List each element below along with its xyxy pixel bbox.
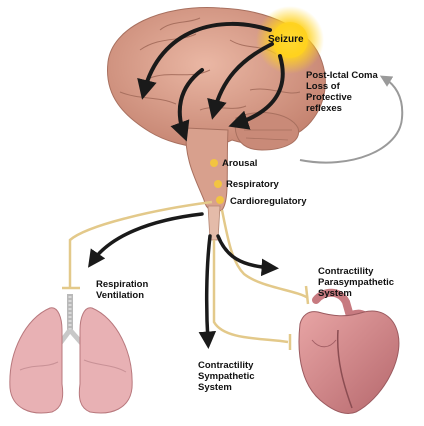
arousal-label: Arousal (222, 158, 258, 169)
parasympathetic-line-3: System (318, 288, 352, 299)
lungs (9, 294, 133, 414)
parasympathetic-line-1: Contractility (318, 266, 374, 277)
respiratory-label: Respiratory (226, 179, 279, 190)
sympathetic-line-1: Contractility (198, 360, 254, 371)
respiration-line-1: Respiration (96, 279, 149, 290)
post-ictal-line-4: reflexes (306, 103, 342, 114)
parasympathetic-line-2: Parasympathetic (318, 277, 395, 288)
seizure-spread-arrows (137, 22, 285, 142)
sympathetic-line-2: Sympathetic (198, 371, 255, 382)
seizure-glow (256, 6, 324, 74)
sympathetic-line-3: System (198, 382, 232, 393)
nerve-pathways (62, 200, 310, 350)
feedback-arrow (299, 75, 404, 164)
seizure-label: Seizure (268, 34, 304, 45)
post-ictal-line-2: Loss of (306, 81, 340, 92)
heart (298, 288, 400, 414)
post-ictal-line-3: Protective (306, 92, 352, 103)
brainstem-nuclei (210, 159, 224, 204)
post-ictal-line-1: Post-Ictal Coma (306, 70, 378, 81)
cardioregulatory-label: Cardioregulatory (230, 196, 307, 207)
respiration-line-2: Ventilation (96, 290, 145, 301)
descending-arrows (88, 212, 279, 349)
